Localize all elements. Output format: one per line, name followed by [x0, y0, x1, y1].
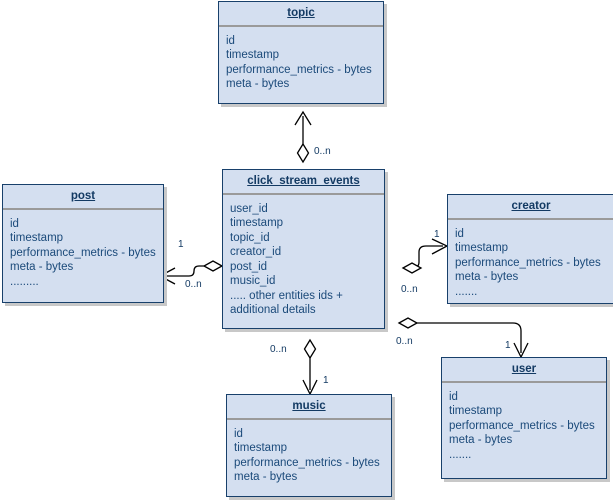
entity-post-title: post	[70, 190, 96, 202]
attribute-row: additional details	[230, 304, 316, 316]
attribute-row: id	[234, 427, 243, 440]
entity-click-stream-events-attributes: user_id timestamp topic_id creator_id po…	[223, 195, 384, 324]
attribute-row: .......	[449, 448, 472, 461]
divider	[448, 218, 613, 220]
entity-user[interactable]: user id timestamp performance_metrics - …	[441, 357, 607, 479]
entity-post-attributes: id timestamp performance_metrics - bytes…	[3, 210, 163, 296]
attribute-row: timestamp	[230, 217, 284, 229]
attribute-row: timestamp	[455, 242, 509, 254]
entity-click-stream-events-title: click_stream_events	[247, 175, 360, 187]
attribute-row: id	[226, 34, 235, 47]
attribute-row: music_id	[230, 275, 276, 287]
entity-topic-title: topic	[287, 7, 315, 19]
attribute-row: meta - bytes	[455, 271, 519, 283]
cardinality-music-source: 0..n	[270, 344, 287, 355]
attribute-row: meta - bytes	[449, 434, 513, 446]
entity-user-title: user	[511, 363, 537, 375]
attribute-row: .......	[455, 285, 478, 298]
entity-post[interactable]: post id timestamp performance_metrics - …	[2, 184, 164, 303]
attribute-row: performance_metrics - bytes	[226, 63, 372, 76]
attribute-row: meta - bytes	[10, 261, 74, 273]
divider	[442, 381, 606, 383]
entity-creator[interactable]: creator id timestamp performance_metrics…	[447, 194, 613, 304]
cardinality-creator-target: 1	[434, 229, 440, 240]
cardinality-post-source: 0..n	[185, 279, 202, 290]
cardinality-topic-source: 0..n	[314, 146, 331, 157]
entity-user-attributes: id timestamp performance_metrics - bytes…	[442, 383, 606, 469]
cardinality-music-target: 1	[323, 375, 329, 386]
divider	[223, 193, 384, 195]
entity-creator-title: creator	[511, 200, 551, 212]
attribute-row: ..... other entities ids +	[230, 289, 343, 302]
cardinality-creator-source: 0..n	[401, 284, 418, 295]
cardinality-user-source: 0..n	[396, 336, 413, 347]
attribute-row: timestamp	[226, 49, 280, 61]
relationship-creator	[401, 238, 449, 274]
entity-music-attributes: id timestamp performance_metrics - bytes…	[227, 420, 391, 491]
cardinality-post-target: 1	[178, 239, 184, 250]
entity-creator-attributes: id timestamp performance_metrics - bytes…	[448, 220, 613, 304]
entity-topic-attributes: id timestamp performance_metrics - bytes…	[219, 27, 383, 98]
entity-click-stream-events[interactable]: click_stream_events user_id timestamp to…	[222, 169, 385, 329]
attribute-row: user_id	[230, 202, 268, 215]
entity-topic[interactable]: topic id timestamp performance_metrics -…	[218, 1, 384, 104]
relationship-topic	[294, 110, 312, 164]
attribute-row: timestamp	[10, 232, 64, 244]
attribute-row: topic_id	[230, 231, 270, 244]
attribute-row: meta - bytes	[234, 471, 298, 483]
relationship-music	[302, 338, 318, 396]
attribute-row: post_id	[230, 260, 268, 273]
relationship-user	[397, 317, 529, 359]
attribute-row: performance_metrics - bytes	[449, 419, 595, 432]
divider	[227, 418, 391, 420]
attribute-row: performance_metrics - bytes	[10, 246, 156, 259]
attribute-row: id	[10, 217, 19, 230]
entity-music[interactable]: music id timestamp performance_metrics -…	[226, 394, 392, 497]
attribute-row: id	[449, 390, 458, 403]
attribute-row: timestamp	[234, 442, 288, 454]
attribute-row: performance_metrics - bytes	[455, 256, 601, 269]
attribute-row: meta - bytes	[226, 78, 290, 90]
attribute-row: timestamp	[449, 405, 503, 417]
attribute-row: creator_id	[230, 246, 282, 258]
divider	[219, 25, 383, 27]
attribute-row: id	[455, 227, 464, 240]
attribute-row: performance_metrics - bytes	[234, 456, 380, 469]
cardinality-user-target: 1	[505, 340, 511, 351]
attribute-row: .........	[10, 275, 39, 288]
entity-music-title: music	[292, 400, 326, 412]
divider	[3, 208, 163, 210]
